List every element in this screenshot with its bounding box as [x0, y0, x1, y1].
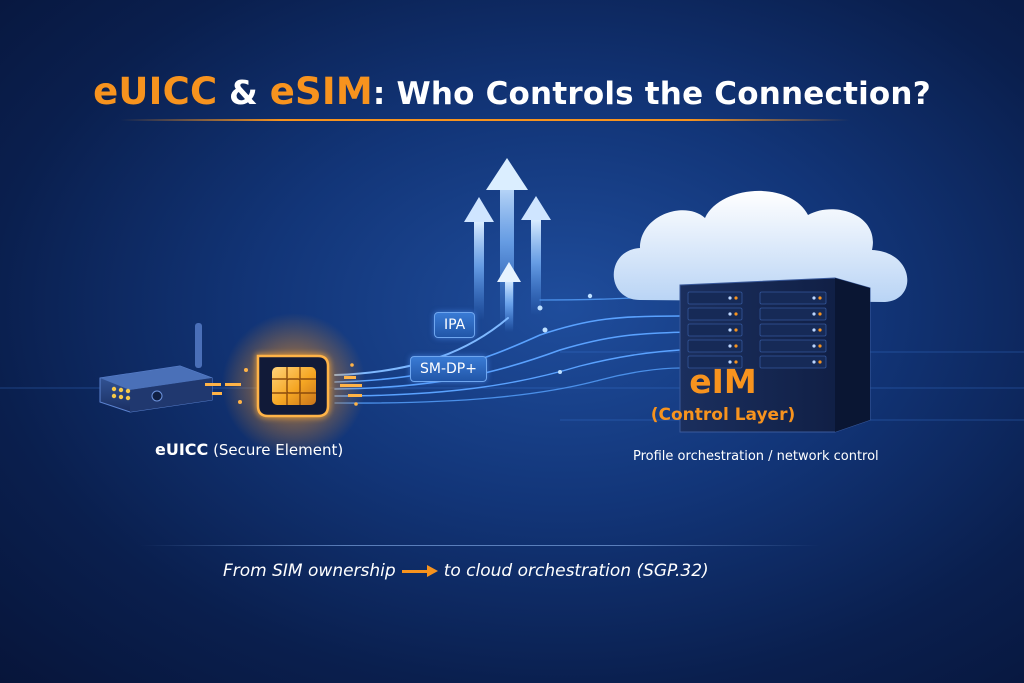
footer-to: to cloud orchestration (SGP.32)	[443, 561, 709, 581]
footer-caption: From SIM ownership to cloud orchestration…	[223, 561, 709, 581]
eim-title: eIM	[689, 362, 757, 401]
rack-led	[734, 296, 738, 300]
title-underline	[120, 119, 850, 121]
euicc-caption: eUICC (Secure Element)	[155, 440, 343, 459]
rack-led	[818, 344, 822, 348]
rack-led	[734, 312, 738, 316]
arrow-right-icon	[401, 565, 438, 577]
rack-led	[818, 328, 822, 332]
rack-unit	[759, 355, 827, 369]
title-ampersand: &	[229, 73, 259, 112]
rack-led	[728, 328, 732, 332]
rack-led	[734, 360, 738, 364]
rack-unit	[687, 291, 743, 305]
sim-chip-icon	[205, 313, 366, 457]
title-esim: eSIM	[269, 70, 373, 113]
rack-led	[812, 328, 816, 332]
rack-led	[812, 296, 816, 300]
rack-unit	[687, 323, 743, 337]
rack-led	[728, 296, 732, 300]
rack-led	[812, 344, 816, 348]
eim-layer: (Control Layer)	[650, 405, 796, 425]
rack-led	[812, 312, 816, 316]
rack-led	[818, 360, 822, 364]
server-rack-icon	[679, 277, 871, 433]
rack-unit	[759, 323, 827, 337]
rack-led	[734, 328, 738, 332]
rack-unit	[687, 339, 743, 353]
rack-unit	[687, 355, 743, 369]
smdp-label: SM-DP+	[410, 356, 487, 382]
rack-led	[728, 312, 732, 316]
rack-led	[728, 344, 732, 348]
euicc-detail: (Secure Element)	[213, 441, 344, 459]
rack-led	[812, 360, 816, 364]
rack-led	[734, 344, 738, 348]
title-question: : Who Controls the Connection?	[372, 76, 931, 112]
rack-unit	[759, 307, 827, 321]
rack-led	[818, 296, 822, 300]
title-euicc: eUICC	[93, 70, 218, 113]
eim-description: Profile orchestration / network control	[633, 449, 879, 464]
rack-led	[818, 312, 822, 316]
rack-unit	[759, 291, 827, 305]
rack-unit	[759, 339, 827, 353]
rack-led	[728, 360, 732, 364]
footer-divider	[140, 545, 820, 546]
router-icon	[99, 323, 213, 413]
footer-from: From SIM ownership	[223, 561, 396, 581]
page-title: eUICC & eSIM: Who Controls the Connectio…	[0, 70, 1024, 113]
cloud-icon	[613, 190, 908, 302]
upward-arrows-icon	[464, 158, 551, 332]
rack-unit	[687, 307, 743, 321]
ipa-label: IPA	[434, 312, 476, 338]
euicc-name: eUICC	[155, 440, 209, 459]
